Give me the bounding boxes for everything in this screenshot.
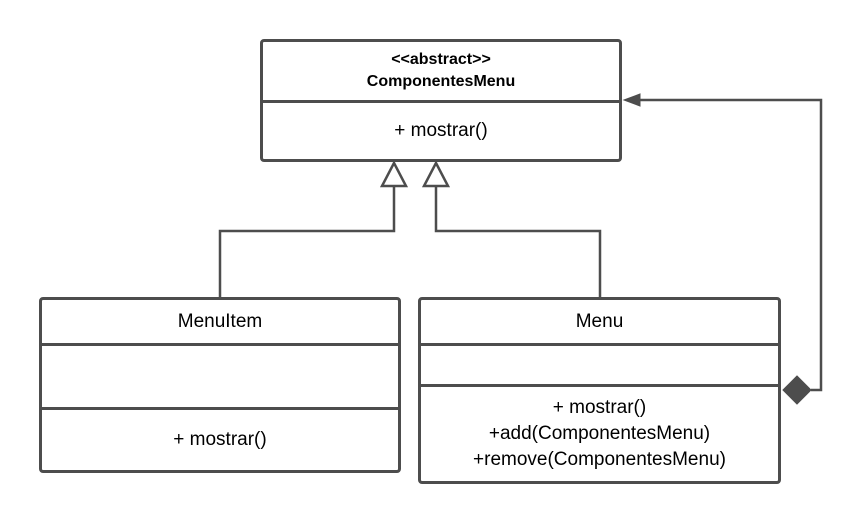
class-name: MenuItem xyxy=(177,310,263,332)
class-header: Menu xyxy=(421,300,778,343)
generalization-line-menu xyxy=(434,186,602,297)
operation: +remove(ComponentesMenu) xyxy=(473,449,726,470)
section-divider xyxy=(421,384,778,387)
generalization-line-menuitem xyxy=(218,186,396,297)
class-header: MenuItem xyxy=(42,300,398,343)
class-componentes-menu: <<abstract>> ComponentesMenu + mostrar() xyxy=(260,39,622,162)
section-divider xyxy=(263,100,619,103)
operations-section: + mostrar() +add(ComponentesMenu) +remov… xyxy=(421,387,778,481)
operation: +add(ComponentesMenu) xyxy=(488,423,711,444)
section-divider xyxy=(42,407,398,410)
class-header: <<abstract>> ComponentesMenu xyxy=(263,42,619,100)
operations-section: + mostrar() xyxy=(42,410,398,470)
operation: + mostrar() xyxy=(173,429,267,450)
operation: + mostrar() xyxy=(552,397,647,418)
class-name: Menu xyxy=(575,310,624,332)
composition-line xyxy=(638,98,823,392)
section-divider xyxy=(421,343,778,346)
class-name: ComponentesMenu xyxy=(366,73,516,90)
composition-diamond xyxy=(782,375,812,405)
generalization-arrowhead-menuitem xyxy=(379,160,409,188)
stereotype-label: <<abstract>> xyxy=(391,51,491,68)
operation: + mostrar() xyxy=(394,120,488,141)
operations-section: + mostrar() xyxy=(263,103,619,159)
class-menu: Menu + mostrar() +add(ComponentesMenu) +… xyxy=(418,297,781,484)
section-divider xyxy=(42,343,398,346)
class-menu-item: MenuItem + mostrar() xyxy=(39,297,401,473)
composition-arrowhead xyxy=(622,93,641,107)
generalization-arrowhead-menu xyxy=(421,160,451,188)
